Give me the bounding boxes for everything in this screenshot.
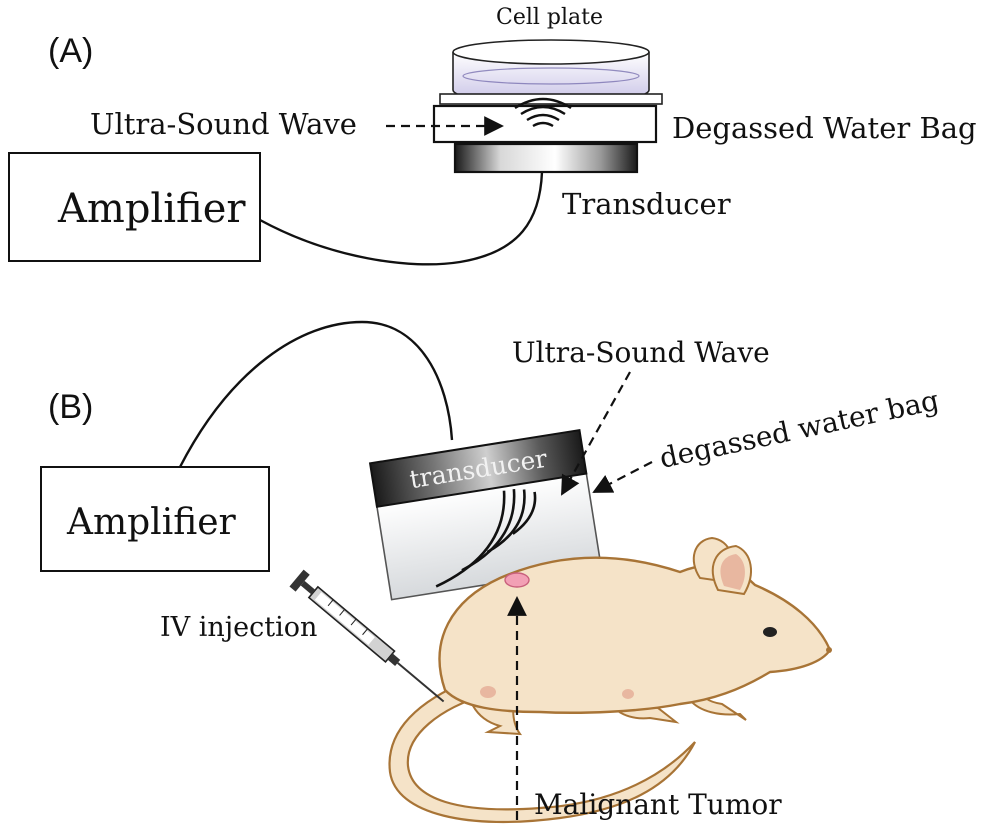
amplifier-label-a: Amplifier — [57, 186, 246, 232]
ultrasound-waves-a — [514, 97, 572, 128]
water-bag-label-a: Degassed Water Bag — [672, 111, 977, 145]
ultrasound-waves-b — [435, 489, 537, 588]
panel-b-label: (B) — [48, 388, 93, 426]
syringe-icon — [289, 569, 445, 703]
water-bag-label-b: degassed water bag — [657, 383, 942, 474]
rat-illustration — [388, 536, 832, 824]
cable-a — [259, 171, 544, 266]
tumor-spot — [504, 572, 530, 588]
rat-paw-pad — [480, 686, 496, 698]
rat-eye — [763, 627, 777, 637]
panel-a-label: (A) — [48, 32, 93, 70]
rat-body — [438, 556, 832, 714]
ultrasound-arrow-b — [561, 371, 631, 496]
ultrasound-wave-label-a: Ultra-Sound Wave — [90, 107, 357, 141]
rat-nose — [826, 647, 832, 653]
amplifier-label-b: Amplifier — [66, 502, 237, 543]
rat-tail — [388, 678, 696, 824]
amplifier-box-b — [40, 466, 270, 572]
tumor-label: Malignant Tumor — [534, 788, 782, 821]
rat-ear-inner — [720, 554, 745, 590]
transducer-b — [368, 429, 588, 508]
transducer-a — [453, 142, 639, 174]
amplifier-box-a — [8, 152, 261, 262]
rat-paw-pad-2 — [622, 689, 634, 699]
cell-plate-dish — [439, 39, 663, 105]
iv-injection-label: IV injection — [160, 612, 317, 643]
cell-plate-label: Cell plate — [496, 5, 603, 30]
water-bag-arrow-b — [592, 461, 653, 493]
transducer-label-a: Transducer — [562, 187, 731, 221]
cable-b — [178, 320, 454, 468]
ultrasound-wave-label-b: Ultra-Sound Wave — [512, 336, 770, 369]
